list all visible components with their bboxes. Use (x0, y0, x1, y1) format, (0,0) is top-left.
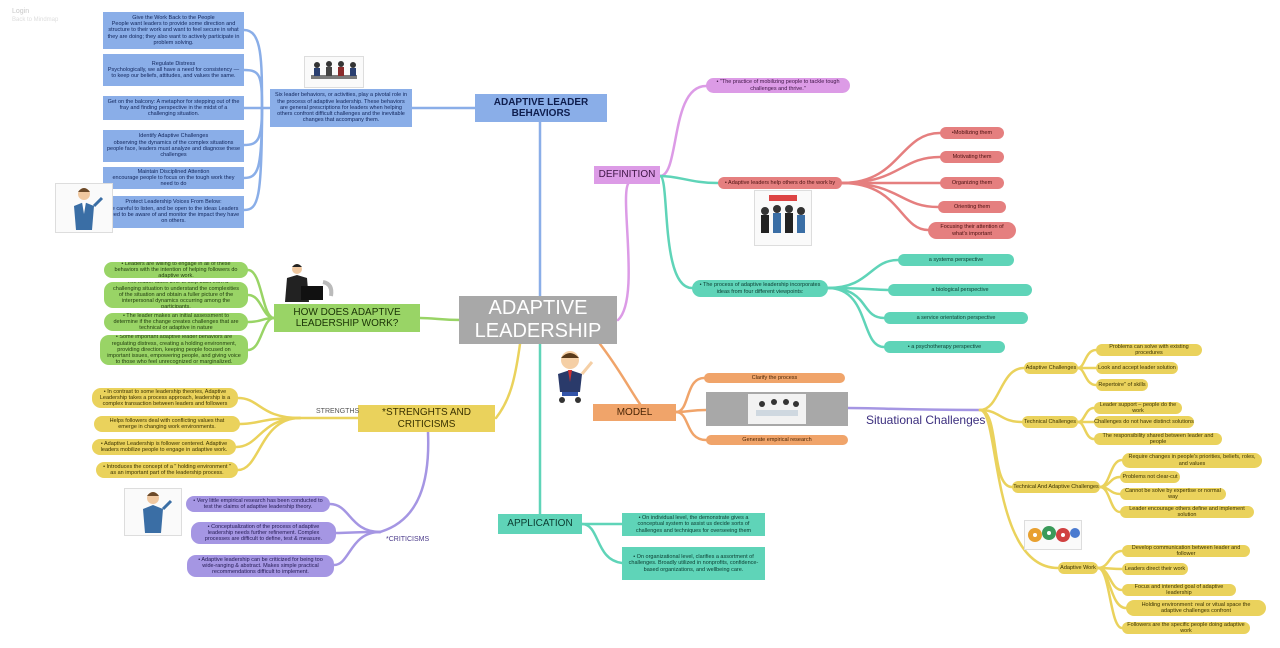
situational-item[interactable]: Leader encourage others define and imple… (1120, 506, 1254, 518)
situational-item[interactable]: Followers are the specific people doing … (1122, 622, 1250, 634)
back-to-mindmap-link[interactable]: Back to Mindmap (12, 17, 59, 23)
model-node[interactable]: MODEL (593, 404, 676, 421)
meeting-room-icon (706, 392, 848, 426)
criticism-item[interactable]: • Adaptive leadership can be criticized … (187, 555, 334, 577)
how-item[interactable]: • The leader takes time to step back fro… (104, 282, 248, 308)
application-item[interactable]: • On individual level, the demonstrate g… (622, 513, 765, 536)
model-item[interactable]: Clarify the process (704, 373, 845, 383)
leader-team-icon (754, 190, 812, 246)
person-cartoon-icon (548, 348, 600, 404)
how-item[interactable]: • Leaders are willing to engage in all o… (104, 262, 248, 278)
definition-node[interactable]: DEFINITION (594, 166, 660, 184)
strength-item[interactable]: • In contrast to some leadership theorie… (92, 388, 238, 408)
business-person-icon (55, 183, 113, 233)
criticisms-label: *CRITICISMS (386, 536, 430, 543)
team-meeting-icon (304, 56, 364, 88)
strengths-criticisms-node[interactable]: *STRENGHTS AND CRITICISMS (358, 405, 495, 432)
gears-people-icon (1024, 520, 1082, 550)
center-node[interactable]: ADAPTIVE LEADERSHIP (459, 296, 617, 344)
situational-item[interactable]: Leaders direct their work (1122, 563, 1188, 575)
viewpoint-item[interactable]: a biological perspective (888, 284, 1032, 296)
behavior-item[interactable]: Identify Adaptive Challenges observing t… (103, 130, 244, 162)
behavior-item[interactable]: Regulate Distress Psychologically, we al… (103, 54, 244, 86)
situational-item[interactable]: Challenges do not have distinct solution… (1094, 416, 1194, 428)
help-item[interactable]: Orienting them (938, 201, 1006, 213)
definition-help[interactable]: • Adaptive leaders help others do the wo… (718, 177, 842, 189)
situational-label[interactable]: Situational Challenges (866, 413, 986, 427)
strength-item[interactable]: Helps followers deal with conflicting va… (94, 416, 240, 432)
behavior-item[interactable]: Protect Leadership Voices From Below: be… (103, 196, 244, 228)
criticism-item[interactable]: • Very little empirical research has bee… (186, 496, 330, 512)
help-item[interactable]: •Mobilizing them (940, 127, 1004, 139)
situational-item[interactable]: Focus and intended goal of adaptive lead… (1122, 584, 1236, 596)
behavior-item[interactable]: Give the Work Back to the People People … (103, 12, 244, 49)
situational-item[interactable]: Leader support – people do the work (1094, 402, 1182, 414)
situational-item[interactable]: The responsibility shared between leader… (1094, 433, 1222, 445)
situational-group[interactable]: Technical And Adaptive Challenges (1012, 481, 1100, 493)
behaviors-node[interactable]: ADAPTIVE LEADER BEHAVIORS (475, 94, 607, 122)
help-item[interactable]: Organizing them (940, 177, 1004, 189)
behavior-item[interactable]: Maintain Disciplined Attention encourage… (103, 167, 244, 189)
viewpoint-item[interactable]: • a psychotherapy perspective (884, 341, 1005, 353)
how-node[interactable]: HOW DOES ADAPTIVE LEADERSHIP WORK? (274, 304, 420, 332)
strength-item[interactable]: • Adaptive Leadership is follower center… (92, 439, 236, 455)
business-person-icon (124, 488, 182, 536)
login-link[interactable]: Login (12, 8, 30, 15)
situational-item[interactable]: Problems can solve with existing procedu… (1096, 344, 1202, 356)
viewpoint-item[interactable]: a systems perspective (898, 254, 1014, 266)
situational-item[interactable]: Holding environment: real or vitual spac… (1126, 600, 1266, 616)
viewpoint-item[interactable]: a service orientation perspective (884, 312, 1028, 324)
situational-item[interactable]: Develop communication between leader and… (1122, 545, 1250, 557)
model-item[interactable]: Generate empirical research (706, 435, 848, 445)
businessman-laptop-icon (275, 262, 337, 304)
situational-item[interactable]: Require changes in people's priorities, … (1122, 453, 1262, 468)
definition-quote[interactable]: • "The practice of mobilizing people to … (706, 78, 850, 93)
how-item[interactable]: • The leader makes an initial assessment… (104, 313, 248, 331)
situational-group[interactable]: Adaptive Work (1058, 562, 1098, 574)
strength-item[interactable]: • Introduces the concept of a " holding … (96, 462, 238, 478)
how-item[interactable]: • Some important adaptive leader behavio… (100, 335, 248, 365)
situational-item[interactable]: Cannot be solve by expertise or normal w… (1120, 488, 1226, 500)
definition-process[interactable]: • The process of adaptive leadership inc… (692, 280, 828, 297)
situational-group[interactable]: Adaptive Challenges (1024, 362, 1078, 374)
criticism-item[interactable]: • Conceptualization of the process of ad… (191, 522, 336, 544)
strengths-label: STRENGTHS (316, 408, 360, 415)
help-item[interactable]: Motivating them (940, 151, 1004, 163)
behavior-item[interactable]: Get on the balcony: A metaphor for stepp… (103, 96, 244, 120)
help-item[interactable]: Focusing their attention of what's impor… (928, 222, 1016, 239)
situational-item[interactable]: Problems not clear-cut (1120, 471, 1180, 483)
situational-group[interactable]: Technical Challenges (1022, 416, 1078, 428)
situational-item[interactable]: Look and accept leader solution (1096, 362, 1178, 374)
behaviors-summary[interactable]: Six leader behaviors, or activities, pla… (270, 89, 412, 127)
situational-item[interactable]: Repertoire" of skills (1096, 379, 1148, 391)
application-item[interactable]: • On organizational level, clarifies a a… (622, 547, 765, 580)
application-node[interactable]: APPLICATION (498, 514, 582, 534)
